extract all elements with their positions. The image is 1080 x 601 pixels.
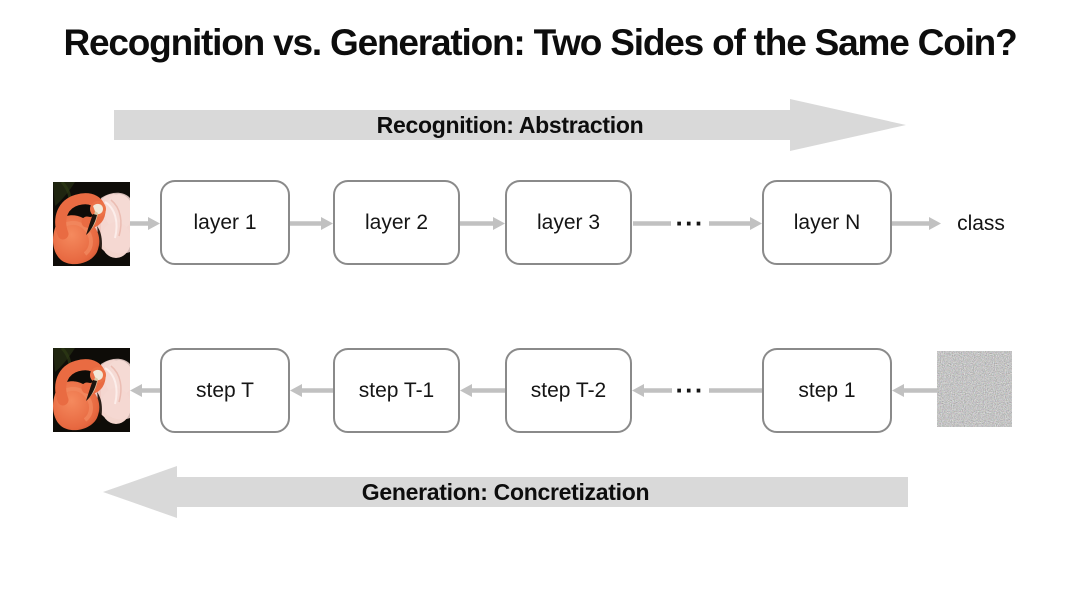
flamingo-photo	[53, 182, 130, 266]
line-connector-icon	[633, 221, 671, 226]
step-t2-label: step T-2	[530, 378, 607, 402]
ellipsis-top: ···	[675, 208, 705, 238]
arrow-right-icon	[290, 217, 333, 230]
step-t1-label: step T-1	[358, 378, 435, 402]
arrow-left-icon	[632, 384, 672, 397]
layer-3-label: layer 3	[536, 210, 601, 234]
generation-arrow-banner: Generation: Concretization	[103, 466, 908, 518]
arrow-left-icon	[892, 384, 937, 397]
arrow-left-icon	[290, 384, 333, 397]
arrow-right-icon	[709, 217, 762, 230]
flamingo-photo	[53, 348, 130, 432]
arrow-right-icon	[892, 217, 941, 230]
layer-n-label: layer N	[793, 210, 861, 234]
step-t2-box: step T-2	[505, 348, 632, 433]
arrow-left-icon	[130, 384, 160, 397]
arrow-right-icon	[460, 217, 505, 230]
step-t-label: step T	[196, 378, 254, 402]
step-1-label: step 1	[798, 378, 856, 402]
class-output-label: class	[957, 212, 1005, 235]
layer-2-box: layer 2	[333, 180, 460, 265]
ellipsis-bottom: ···	[675, 375, 705, 405]
step-t1-box: step T-1	[333, 348, 460, 433]
step-t-box: step T	[160, 348, 290, 433]
layer-3-box: layer 3	[505, 180, 632, 265]
noise-image	[937, 351, 1012, 427]
line-connector-icon	[709, 388, 762, 393]
page-title: Recognition vs. Generation: Two Sides of…	[63, 22, 1018, 63]
recognition-arrow-label: Recognition: Abstraction	[376, 112, 644, 138]
layer-2-label: layer 2	[364, 210, 429, 234]
step-1-box: step 1	[762, 348, 892, 433]
layer-1-box: layer 1	[160, 180, 290, 265]
layer-1-label: layer 1	[193, 210, 257, 234]
layer-n-box: layer N	[762, 180, 892, 265]
recognition-arrow-banner: Recognition: Abstraction	[114, 99, 906, 151]
arrow-left-icon	[460, 384, 505, 397]
generation-arrow-label: Generation: Concretization	[361, 479, 650, 505]
arrow-right-icon	[130, 217, 160, 230]
